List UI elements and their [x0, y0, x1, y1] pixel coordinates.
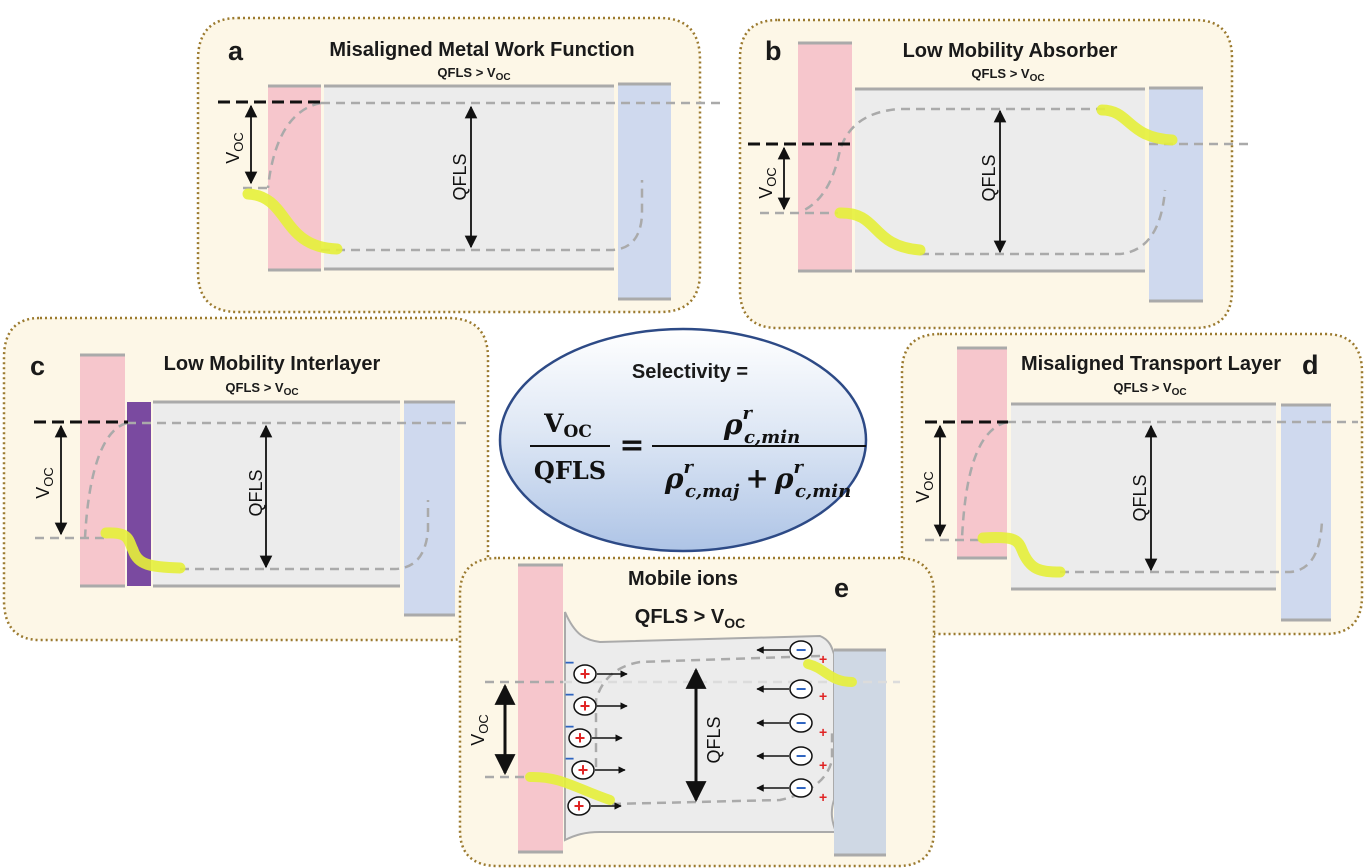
panel-letter: a	[228, 36, 244, 66]
svg-text:−: −	[565, 687, 574, 704]
electron-transport-layer	[1149, 88, 1203, 301]
svg-text:+: +	[819, 651, 827, 667]
electron-transport-layer	[618, 84, 671, 299]
panel-title: Low Mobility Interlayer	[164, 353, 381, 375]
equation-equals: =	[619, 428, 644, 463]
cation-ion: − +	[565, 751, 626, 780]
svg-text:+: +	[819, 757, 827, 773]
anion-group: − + − + − + − +	[756, 640, 827, 805]
panel-a: a Misaligned Metal Work Function QFLS > …	[196, 16, 720, 314]
qfls-label: QFLS	[246, 469, 266, 516]
equation-lhs-denominator: QFLS	[534, 456, 606, 485]
voc-label: VOC	[223, 132, 246, 164]
svg-text:−: −	[565, 751, 574, 768]
panel-letter: e	[834, 573, 849, 603]
minus-circle-icon: −	[796, 679, 807, 699]
panel-subtitle: QFLS > VOC	[437, 65, 510, 83]
plus-circle-icon: +	[578, 760, 589, 780]
band-bending-highlight	[1096, 104, 1178, 146]
panel-subtitle: QFLS > VOC	[635, 606, 745, 631]
band-bending-highlight	[834, 207, 926, 256]
band-bending-highlight	[242, 188, 343, 255]
svg-text:+: +	[819, 789, 827, 805]
anion-ion: − +	[756, 746, 827, 773]
cation-ion: +	[567, 796, 622, 816]
panel-letter: c	[30, 351, 45, 381]
panel-letter: b	[765, 36, 782, 66]
cation-ion: − +	[565, 655, 628, 684]
panel-subtitle: QFLS > VOC	[225, 380, 298, 398]
cation-ion: − +	[565, 719, 623, 748]
svg-text:+: +	[819, 688, 827, 704]
panel-title: Misaligned Transport Layer	[1021, 353, 1281, 375]
panel-subtitle: QFLS > VOC	[1113, 380, 1186, 398]
panel-b: b Low Mobility Absorber QFLS > VOC VOC Q…	[738, 18, 1250, 330]
minus-circle-icon: −	[796, 746, 807, 766]
qfls-label: QFLS	[704, 716, 724, 763]
band-bending-highlight	[803, 659, 857, 687]
band-bending-highlight	[525, 771, 615, 805]
equation-ellipse	[498, 327, 868, 553]
panel-subtitle: QFLS > VOC	[971, 66, 1044, 84]
voc-label: VOC	[33, 467, 56, 499]
panel-title: Misaligned Metal Work Function	[329, 39, 634, 61]
qfls-label: QFLS	[450, 153, 470, 200]
plus-circle-icon: +	[574, 796, 585, 816]
panel-e: e Mobile ions QFLS > VOC VOC QFLS − + − …	[458, 556, 936, 868]
voc-label: VOC	[468, 714, 491, 746]
electron-transport-layer	[1281, 405, 1331, 620]
voc-label: VOC	[913, 471, 936, 503]
minus-circle-icon: −	[796, 713, 807, 733]
band-bending-highlight	[100, 527, 186, 574]
hole-transport-layer	[80, 356, 125, 586]
svg-text:−: −	[565, 719, 574, 736]
hole-transport-layer	[518, 566, 563, 852]
panel-title: Low Mobility Absorber	[903, 40, 1118, 62]
anion-ion: − +	[756, 640, 827, 667]
svg-text:+: +	[819, 724, 827, 740]
equation-lhs-numerator: VOC	[543, 409, 592, 442]
cation-ion: − +	[565, 687, 628, 716]
plus-circle-icon: +	[580, 696, 591, 716]
minus-circle-icon: −	[796, 640, 807, 660]
band-bending-highlight	[977, 532, 1066, 578]
equation-heading: Selectivity =	[632, 361, 748, 383]
voc-label: VOC	[756, 167, 779, 199]
anion-ion: − +	[756, 713, 827, 740]
panel-title: Mobile ions	[628, 568, 738, 590]
absorber-layer	[153, 403, 400, 586]
svg-text:−: −	[565, 655, 574, 672]
minus-circle-icon: −	[796, 778, 807, 798]
qfls-label: QFLS	[1130, 474, 1150, 521]
panel-letter: d	[1302, 350, 1319, 380]
qfls-label: QFLS	[979, 154, 999, 201]
plus-circle-icon: +	[575, 728, 586, 748]
absorber-layer	[1011, 405, 1276, 589]
plus-circle-icon: +	[580, 664, 591, 684]
anion-ion: − +	[756, 679, 827, 704]
hole-transport-layer	[798, 44, 852, 271]
anion-ion: − +	[756, 778, 827, 805]
panel-d: d Misaligned Transport Layer QFLS > VOC …	[900, 332, 1364, 636]
panel-c: c Low Mobility Interlayer QFLS > VOC VOC…	[2, 316, 490, 642]
hole-transport-layer	[957, 349, 1007, 558]
electron-transport-layer	[404, 402, 455, 615]
cation-group: − + − + − + − +	[565, 655, 628, 816]
